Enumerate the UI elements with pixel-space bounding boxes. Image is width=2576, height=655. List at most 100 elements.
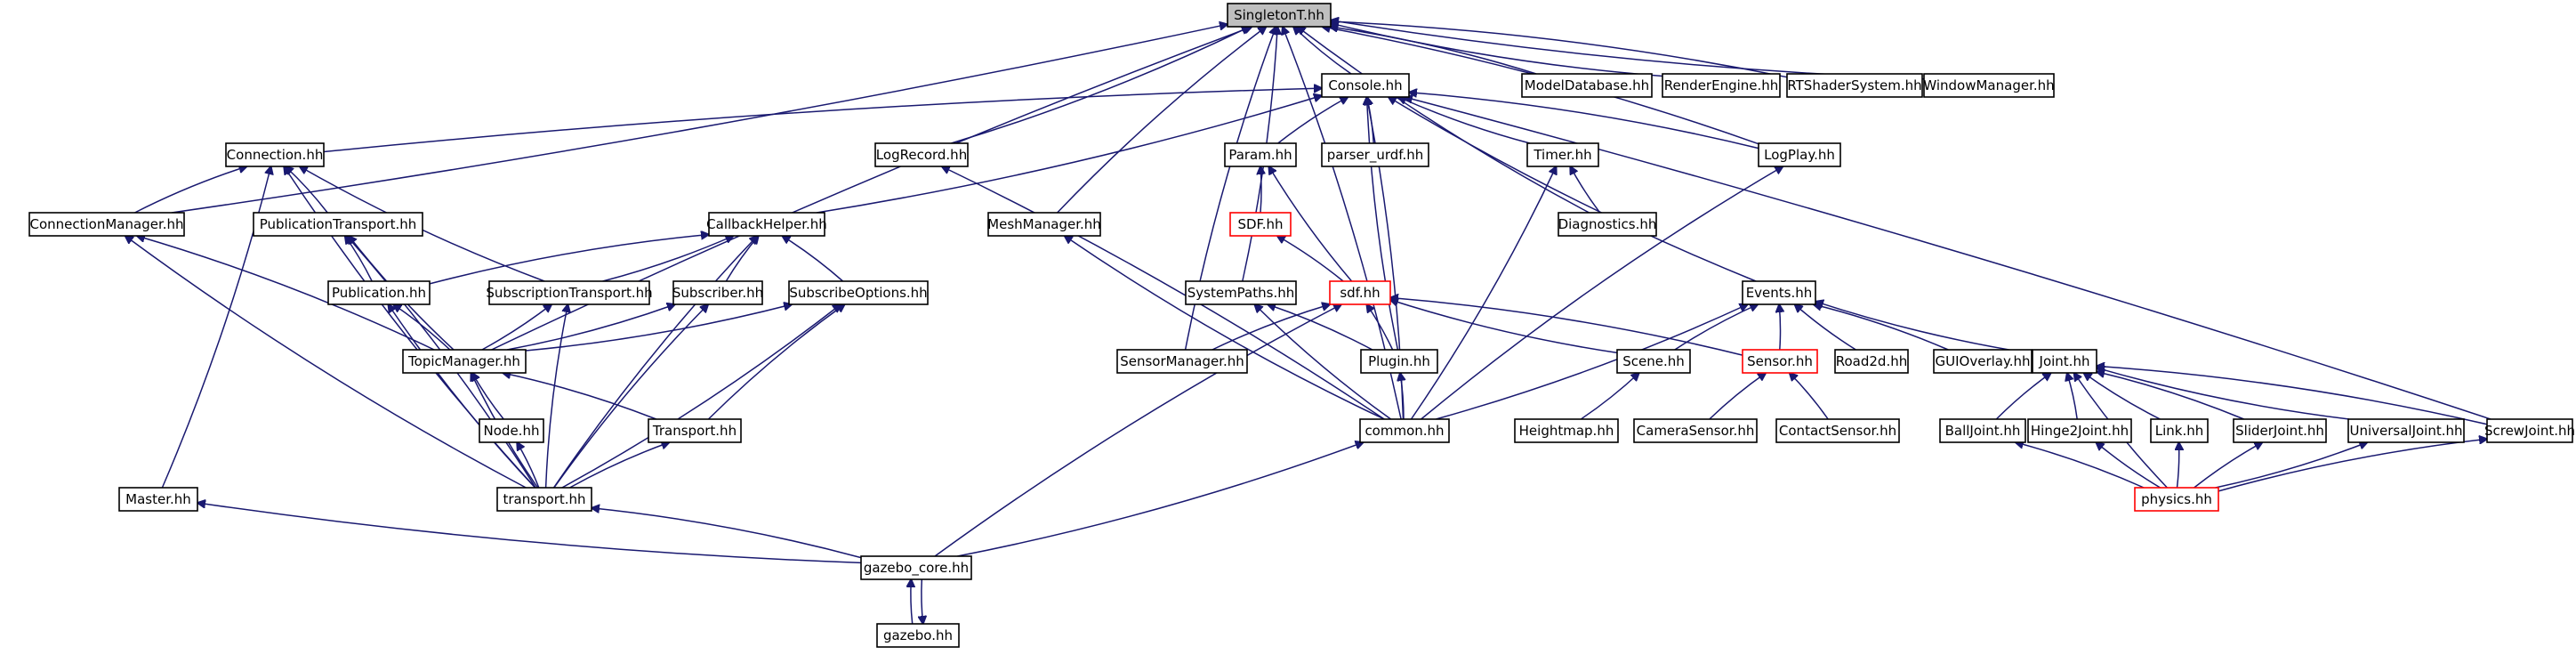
edge-universaljoint-includes-joint (2097, 368, 2350, 420)
edge-renderengine-includes-singletont (1331, 23, 1663, 77)
node-timer[interactable]: Timer.hh (1526, 142, 1599, 167)
edge-path (816, 95, 1322, 214)
edge-gazebo-includes-gazebo_core (911, 579, 913, 625)
edge-sliderjoint-includes-joint (2097, 372, 2244, 420)
node-heightmap[interactable]: Heightmap.hh (1514, 418, 1619, 443)
node-balljoint[interactable]: BallJoint.hh (1939, 418, 2026, 443)
edge-path (782, 236, 844, 282)
node-sdf[interactable]: sdf.hh (1329, 280, 1391, 305)
edge-subscriptiontransport-includes-callbackhelper (602, 236, 734, 282)
node-diagnostics[interactable]: Diagnostics.hh (1558, 212, 1657, 237)
node-meshmanager[interactable]: MeshManager.hh (987, 212, 1101, 237)
edge-path (1367, 97, 1399, 351)
node-parser-urdf[interactable]: parser_urdf.hh (1321, 142, 1429, 167)
node-logplay[interactable]: LogPlay.hh (1758, 142, 1841, 167)
node-publicationtransport[interactable]: PublicationTransport.hh (253, 212, 423, 237)
edge-path (503, 373, 657, 420)
node-transport[interactable]: transport.hh (496, 487, 592, 512)
node-connection[interactable]: Connection.hh (225, 142, 325, 167)
node-rtshadersystem[interactable]: RTShaderSystem.hh (1786, 73, 1923, 98)
edge-path (171, 24, 1228, 214)
node-sensor[interactable]: Sensor.hh (1742, 349, 1818, 374)
edge-physics-includes-sliderjoint (2194, 442, 2263, 489)
node-modeldatabase[interactable]: ModelDatabase.hh (1521, 73, 1653, 98)
edge-road2d-includes-events (1795, 304, 1856, 351)
node-sdf[interactable]: SDF.hh (1229, 212, 1292, 237)
node-road2d[interactable]: Road2d.hh (1834, 349, 1909, 374)
node-console[interactable]: Console.hh (1321, 73, 1410, 98)
edge-hinge2joint-includes-joint (2067, 373, 2078, 420)
node-link[interactable]: Link.hh (2150, 418, 2209, 443)
node-master[interactable]: Master.hh (118, 487, 198, 512)
edge-path (602, 236, 734, 282)
edge-path (1795, 304, 1856, 351)
node-scene[interactable]: Scene.hh (1616, 349, 1691, 374)
node-label: RTShaderSystem.hh (1787, 77, 1921, 93)
node-subscriptiontransport[interactable]: SubscriptionTransport.hh (486, 280, 653, 305)
node-contactsensor[interactable]: ContactSensor.hh (1775, 418, 1900, 443)
node-common[interactable]: common.hh (1359, 418, 1450, 443)
node-label: Plugin.hh (1368, 353, 1430, 369)
node-box (1933, 349, 2033, 374)
edge-path (1409, 93, 1759, 150)
node-box (496, 487, 592, 512)
node-box (1116, 349, 1248, 374)
edge-path (1779, 304, 1780, 351)
node-subscribeoptions[interactable]: SubscribeOptions.hh (788, 280, 929, 305)
node-renderengine[interactable]: RenderEngine.hh (1662, 73, 1781, 98)
edge-transport-includes-publication (388, 304, 536, 489)
node-screwjoint[interactable]: ScrewJoint.hh (2484, 418, 2575, 443)
edge-timer-includes-console (1398, 97, 1531, 144)
node-universaljoint[interactable]: UniversalJoint.hh (2347, 418, 2465, 443)
node-camerasensor[interactable]: CameraSensor.hh (1633, 418, 1758, 443)
node-label: ModelDatabase.hh (1525, 77, 1649, 93)
edge-path (1065, 236, 1385, 420)
edge-path (1814, 304, 1949, 351)
node-physics[interactable]: physics.hh (2134, 487, 2219, 512)
node-windowmanager[interactable]: WindowManager.hh (1923, 73, 2055, 98)
node-box (479, 418, 544, 443)
edge-sensor-includes-events (1779, 304, 1780, 351)
node-box (1633, 418, 1758, 443)
node-subscriber[interactable]: Subscriber.hh (672, 280, 763, 305)
node-singletont: SingletonT.hh (1227, 3, 1332, 28)
node-joint[interactable]: Joint.hh (2032, 349, 2097, 374)
node-box (1359, 418, 1450, 443)
node-box (2134, 487, 2219, 512)
node-label: parser_urdf.hh (1327, 147, 1424, 164)
node-guioverlay[interactable]: GUIOverlay.hh (1933, 349, 2033, 374)
edge-path (1389, 97, 1757, 282)
edge-path (544, 304, 568, 489)
node-label: PublicationTransport.hh (260, 216, 416, 232)
node-plugin[interactable]: Plugin.hh (1360, 349, 1438, 374)
edge-transport-includes-callbackhelper (552, 236, 758, 489)
edge-physics-includes-balljoint (2016, 442, 2145, 489)
node-transport[interactable]: Transport.hh (648, 418, 742, 443)
node-hinge2joint[interactable]: Hinge2Joint.hh (2027, 418, 2132, 443)
node-box (1227, 3, 1332, 28)
node-callbackhelper[interactable]: CallbackHelper.hh (706, 212, 827, 237)
node-box (860, 555, 972, 580)
node-param[interactable]: Param.hh (1224, 142, 1297, 167)
node-gazebo[interactable]: gazebo.hh (876, 623, 960, 648)
edge-publication-includes-callbackhelper (429, 235, 709, 285)
node-node[interactable]: Node.hh (479, 418, 544, 443)
node-gazebo-core[interactable]: gazebo_core.hh (860, 555, 972, 580)
node-label: TopicManager.hh (407, 353, 520, 369)
edge-sensor-includes-sdf (1390, 298, 1743, 356)
edge-path (525, 304, 792, 352)
edge-scene-includes-sdf (1390, 300, 1618, 354)
edge-topicmanager-includes-connectionmanager (137, 236, 435, 351)
node-sensormanager[interactable]: SensorManager.hh (1116, 349, 1248, 374)
node-label: SDF.hh (1237, 216, 1283, 232)
node-connectionmanager[interactable]: ConnectionManager.hh (28, 212, 185, 237)
node-logrecord[interactable]: LogRecord.hh (874, 142, 969, 167)
edge-path (1709, 373, 1766, 420)
node-topicmanager[interactable]: TopicManager.hh (402, 349, 527, 374)
node-publication[interactable]: Publication.hh (327, 280, 431, 305)
node-systempaths[interactable]: SystemPaths.hh (1185, 280, 1297, 305)
node-sliderjoint[interactable]: SliderJoint.hh (2233, 418, 2327, 443)
node-events[interactable]: Events.hh (1742, 280, 1816, 305)
node-box (1321, 142, 1429, 167)
edge-path (552, 236, 758, 489)
